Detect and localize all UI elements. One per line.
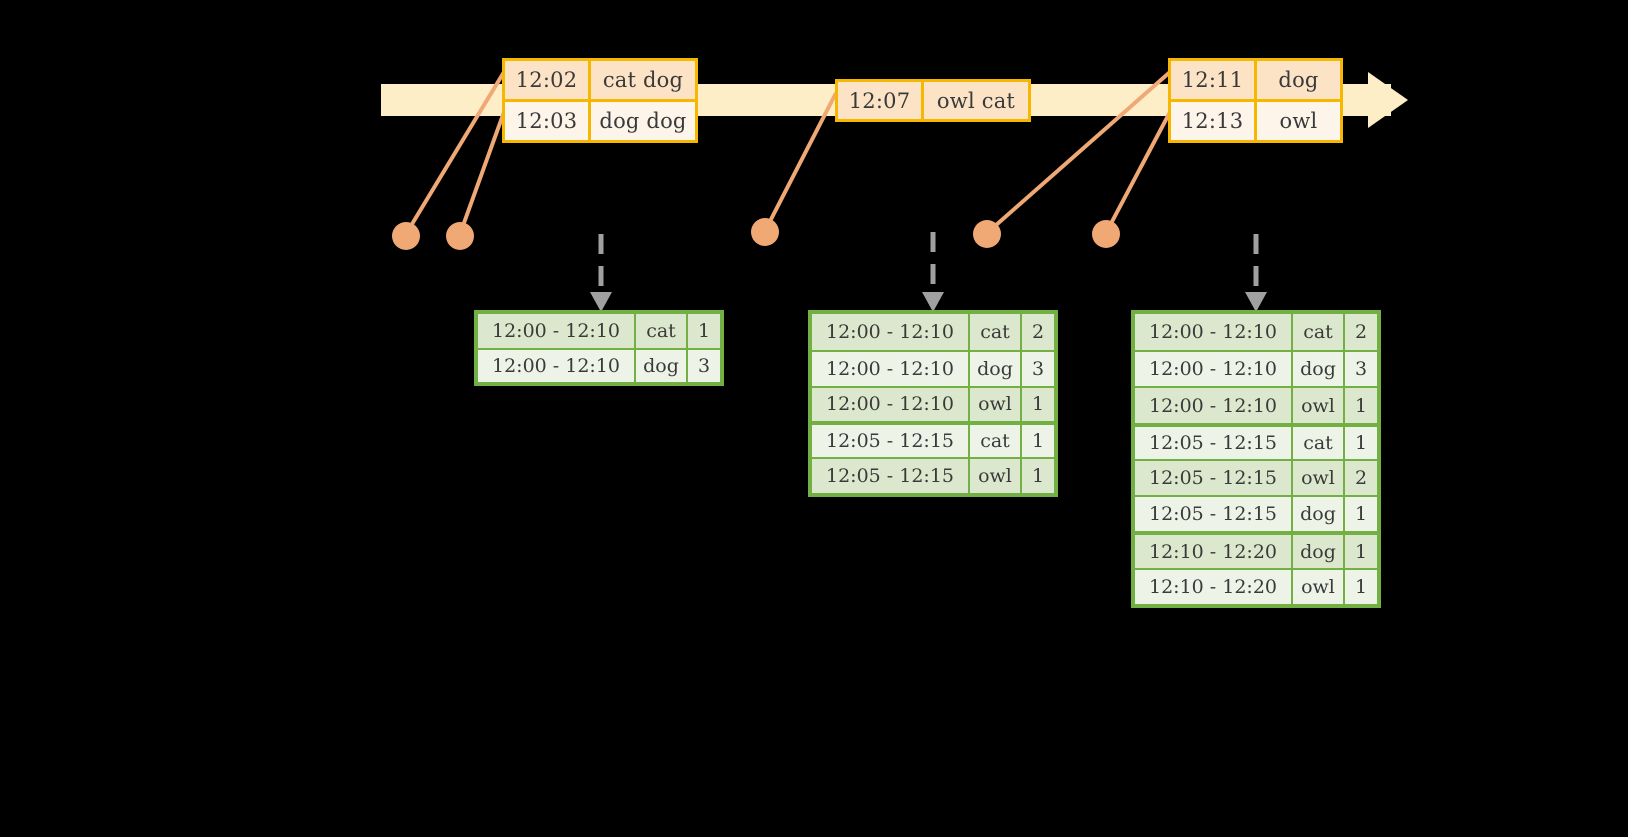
count-cell: 1	[1354, 540, 1368, 563]
event-row[interactable]: 12:03 dog dog	[505, 99, 695, 140]
event-row[interactable]: 12:07 owl cat	[838, 82, 1028, 119]
count-cell: 1	[1354, 575, 1368, 598]
key-cell: dog	[1293, 535, 1345, 568]
window-cell: 12:00 - 12:10	[1135, 352, 1293, 387]
window-cell: 12:00 - 12:10	[1135, 388, 1293, 423]
key-cell: cat	[970, 314, 1022, 350]
event-dot-1	[392, 222, 420, 250]
key-cell: cat	[1293, 314, 1345, 351]
count-cell: 1	[1031, 393, 1045, 416]
dashed-arrow-2	[922, 232, 944, 312]
window-cell: 12:05 - 12:15	[812, 459, 970, 493]
count-cell: 1	[1031, 465, 1045, 488]
key-cell: dog	[1293, 352, 1345, 387]
count-cell: 1	[697, 319, 711, 342]
connector-line-3	[763, 92, 838, 232]
event-time: 12:02	[505, 61, 591, 99]
count-cell: 3	[697, 354, 711, 377]
event-time: 12:11	[1171, 61, 1257, 99]
event-row[interactable]: 12:02 cat dog	[505, 61, 695, 99]
key-cell: owl	[970, 459, 1022, 493]
key-cell: dog	[636, 349, 688, 382]
event-dot-2	[446, 222, 474, 250]
event-value: owl	[1279, 109, 1318, 133]
count-cell: 2	[1354, 321, 1368, 344]
event-dot-3	[751, 218, 779, 246]
connector-line-5	[1104, 111, 1172, 234]
count-cell: 1	[1031, 430, 1045, 453]
count-cell: 2	[1354, 467, 1368, 490]
connector-line-2	[458, 111, 506, 235]
key-cell: dog	[970, 351, 1022, 386]
window-cell: 12:00 - 12:10	[478, 314, 636, 348]
key-cell: cat	[970, 425, 1022, 458]
timeline-arrowhead	[1368, 72, 1408, 128]
key-cell: cat	[1293, 426, 1345, 459]
window-cell: 12:05 - 12:15	[1135, 460, 1293, 496]
event-value: dog dog	[599, 109, 687, 133]
event-dot-4	[973, 220, 1001, 248]
window-cell: 12:00 - 12:10	[812, 351, 970, 386]
count-cell: 1	[1354, 394, 1368, 417]
event-value: owl cat	[936, 88, 1016, 113]
event-row[interactable]: 12:11 dog	[1171, 61, 1340, 99]
count-cell: 1	[1354, 503, 1368, 526]
event-time: 12:07	[838, 82, 924, 119]
window-cell: 12:05 - 12:15	[812, 425, 970, 458]
key-cell: owl	[1293, 388, 1345, 423]
window-cell: 12:10 - 12:20	[1135, 569, 1293, 605]
event-time: 12:03	[505, 102, 591, 140]
event-group-2[interactable]: 12:07 owl cat	[835, 79, 1031, 122]
event-time: 12:13	[1171, 102, 1257, 140]
key-cell: dog	[1293, 497, 1345, 532]
window-cell: 12:10 - 12:20	[1135, 535, 1293, 568]
connector-line-1	[404, 70, 506, 236]
event-value: cat dog	[602, 68, 684, 92]
count-cell: 2	[1031, 320, 1045, 343]
key-cell: owl	[1293, 460, 1345, 496]
window-cell: 12:00 - 12:10	[812, 387, 970, 422]
key-cell: owl	[970, 387, 1022, 422]
event-row[interactable]: 12:13 owl	[1171, 99, 1340, 140]
event-group-1[interactable]: 12:02 cat dog 12:03 dog dog	[502, 58, 698, 143]
window-cell: 12:05 - 12:15	[1135, 497, 1293, 532]
count-cell: 3	[1354, 358, 1368, 381]
event-dot-5	[1092, 220, 1120, 248]
key-cell: owl	[1293, 569, 1345, 605]
window-cell: 12:00 - 12:10	[1135, 314, 1293, 351]
window-cell: 12:00 - 12:10	[478, 349, 636, 382]
key-cell: cat	[636, 314, 688, 348]
dashed-arrow-3	[1245, 234, 1267, 312]
window-cell: 12:05 - 12:15	[1135, 426, 1293, 459]
count-cell: 1	[1354, 431, 1368, 454]
window-cell: 12:00 - 12:10	[812, 314, 970, 350]
dashed-arrow-1	[590, 234, 612, 312]
event-group-3[interactable]: 12:11 dog 12:13 owl	[1168, 58, 1343, 143]
count-cell: 3	[1031, 357, 1045, 380]
event-value: dog	[1278, 68, 1319, 92]
